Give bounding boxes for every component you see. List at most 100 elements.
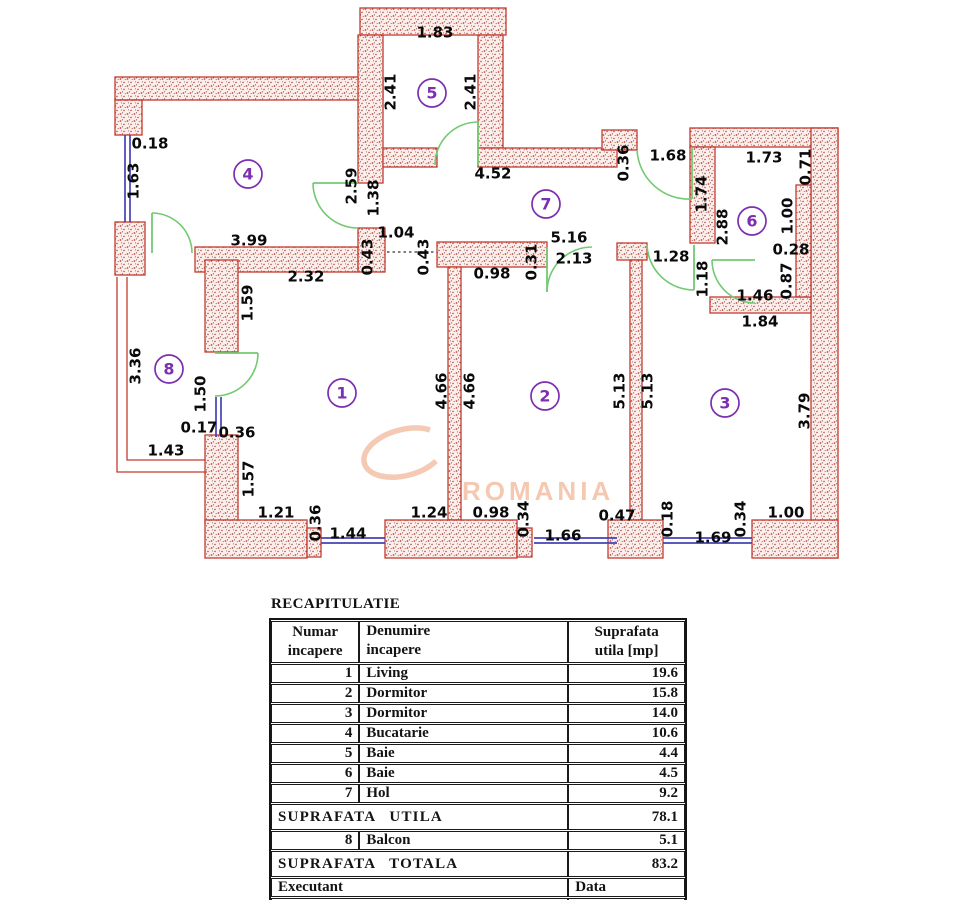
header-suprafata: Suprafata utila [mp]: [568, 621, 685, 663]
room-number-circle: [530, 381, 560, 411]
door-arc: [646, 244, 695, 291]
room-area-cell: 9.2: [568, 784, 685, 803]
room-number-cell: 5: [271, 744, 360, 763]
room-number-cell: 4: [271, 724, 360, 743]
room-number: 6: [746, 212, 757, 231]
wall-segment: [114, 221, 146, 276]
dimension-label: 1.44: [329, 525, 366, 543]
room-number-circle: [327, 378, 357, 408]
dimension-label: 1.73: [745, 149, 782, 167]
recap-table: Numar incapere Denumire incapere Suprafa…: [269, 618, 687, 900]
walls-layer: [114, 7, 839, 559]
door-arc: [214, 352, 259, 397]
dimension-label: 1.18: [694, 260, 712, 297]
balcony-outline: [116, 277, 207, 473]
room-number-cell: 7: [271, 784, 360, 803]
room-number: 8: [163, 360, 174, 379]
dimension-label: 0.36: [218, 424, 255, 442]
total-label-cell: SUPRAFATA UTILA: [271, 804, 569, 830]
wall-segment: [689, 146, 716, 244]
header-denumire: Denumire incapere: [359, 621, 569, 663]
wall-segment: [810, 127, 839, 559]
wall-segment: [601, 129, 638, 151]
dimension-label: 2.13: [555, 250, 592, 268]
room-number: 7: [540, 195, 551, 214]
wall-segment: [114, 76, 384, 101]
dimension-label: 0.98: [472, 504, 509, 522]
dimension-label: 0.17: [180, 419, 217, 437]
dimension-label: 0.36: [307, 504, 325, 541]
dimension-label: 4.66: [461, 372, 479, 409]
balcony-outline-layer: [116, 277, 207, 473]
dimension-label: 2.32: [287, 268, 324, 286]
header-numar: Numar incapere: [271, 621, 360, 663]
wall-segment: [204, 519, 308, 559]
wall-segment: [709, 296, 812, 314]
dimension-label: 3.99: [230, 232, 267, 250]
dimension-label: 1.63: [125, 162, 143, 199]
door-arc: [312, 182, 359, 229]
door-arc: [151, 212, 193, 254]
dimension-label: 0.18: [131, 135, 168, 153]
dimension-label: 0.31: [523, 243, 541, 280]
room-name-cell: Living: [359, 664, 569, 683]
dimension-label: 0.43: [359, 238, 377, 275]
header-row: Numar incapere Denumire incapere Suprafa…: [271, 621, 685, 663]
wall-segment: [384, 519, 518, 559]
wall-segment: [382, 147, 438, 168]
windows-layer: [124, 135, 752, 544]
dimension-label: 2.41: [462, 73, 480, 110]
dimension-label: 5.13: [611, 372, 629, 409]
dimension-label: 0.36: [615, 144, 633, 181]
room-name-cell: Bucatarie: [359, 724, 569, 743]
dimension-label: 0.87: [778, 262, 796, 299]
door-arc: [434, 121, 479, 166]
room-name-cell: Baie: [359, 744, 569, 763]
room-area-cell: 10.6: [568, 724, 685, 743]
door-arc: [711, 259, 756, 304]
room-area-cell: 14.0: [568, 704, 685, 723]
executant-cell: Executant: [271, 878, 569, 897]
data-cell: Data: [568, 878, 685, 897]
dimension-label: 5.16: [550, 229, 587, 247]
room-number: 1: [336, 384, 347, 403]
wall-segment: [616, 242, 648, 261]
room-number-circle: [233, 159, 263, 189]
dimension-label: 0.47: [598, 507, 635, 525]
dimension-label: 1.00: [779, 197, 797, 234]
dimension-label: 2.41: [382, 73, 400, 110]
empty-row: [271, 898, 685, 900]
dimension-label: 0.34: [515, 500, 533, 537]
room-number-cell: 2: [271, 684, 360, 703]
dimension-label: 1.69: [694, 529, 731, 547]
recap-title: RECAPITULATIE: [271, 596, 401, 612]
dimension-label: 1.68: [649, 147, 686, 165]
room-number-cell: 8: [271, 831, 360, 850]
dimension-label: 1.24: [410, 504, 447, 522]
room-number-circle: [531, 189, 561, 219]
room-name-cell: Balcon: [359, 831, 569, 850]
room-number-circle: [737, 206, 767, 236]
wall-segment: [516, 527, 533, 558]
doors-layer: [151, 121, 756, 397]
room-number-cell: 1: [271, 664, 360, 683]
dimension-label: 0.28: [772, 241, 809, 259]
balcony-outline: [126, 277, 205, 461]
dimension-label: 1.59: [239, 284, 257, 321]
wall-segment: [795, 184, 812, 298]
room-number-circle: [710, 388, 740, 418]
dimension-label: 5.13: [639, 372, 657, 409]
wall-segment: [751, 519, 839, 559]
dimension-label: 0.34: [732, 500, 750, 537]
dimension-label: 2.88: [714, 208, 732, 245]
wall-segment: [607, 519, 664, 559]
